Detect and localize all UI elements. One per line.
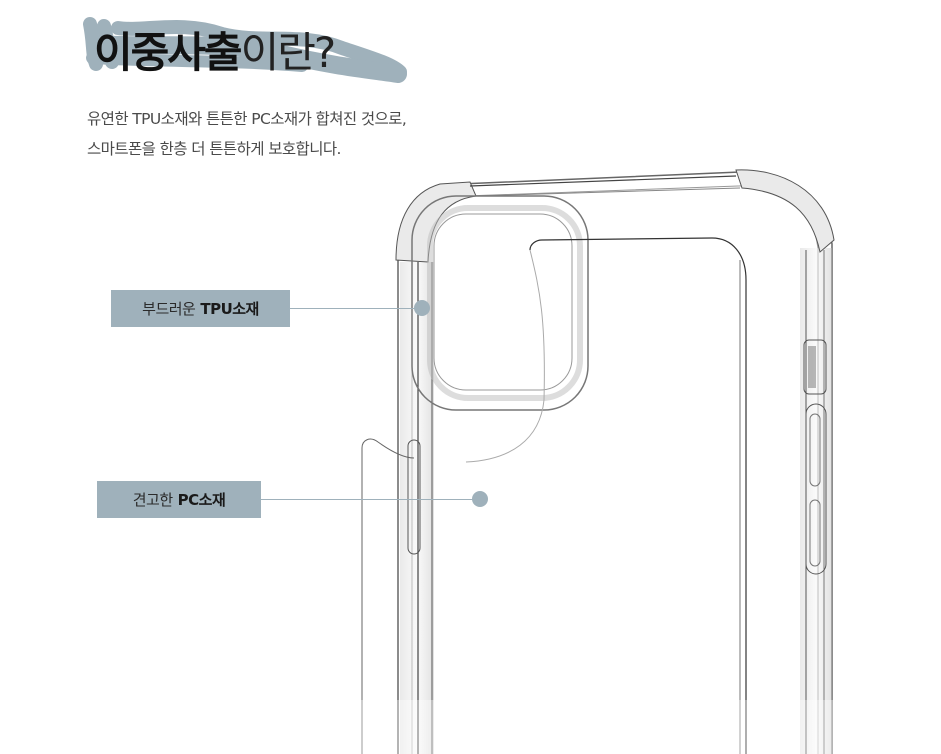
- description-line-1: 유연한 TPU소재와 튼튼한 PC소재가 합쳐진 것으로,: [87, 110, 407, 128]
- callout-pc-material: PC소재: [177, 491, 226, 509]
- heading-light: 이란?: [240, 28, 337, 77]
- callout-tpu-marker-dot: [414, 300, 430, 316]
- heading-text: 이중사출이란?: [94, 28, 337, 78]
- callout-pc-marker-dot: [472, 491, 488, 507]
- phone-case-illustration: [330, 169, 870, 754]
- callout-tpu-prefix: 부드러운: [142, 300, 196, 318]
- callout-tpu-leader-line: [290, 308, 420, 309]
- heading-bold: 이중사출: [94, 28, 243, 77]
- callout-pc-leader-line: [261, 499, 475, 500]
- callout-pc-prefix: 견고한: [132, 491, 173, 509]
- description: 유연한 TPU소재와 튼튼한 PC소재가 합쳐진 것으로, 스마트폰을 한층 더…: [87, 104, 407, 164]
- brush-stroke-highlight: [83, 17, 407, 83]
- description-line-2: 스마트폰을 한층 더 튼튼하게 보호합니다.: [87, 140, 341, 158]
- callout-tpu-material: TPU소재: [200, 300, 259, 318]
- page-title: 이중사출이란?: [82, 14, 412, 84]
